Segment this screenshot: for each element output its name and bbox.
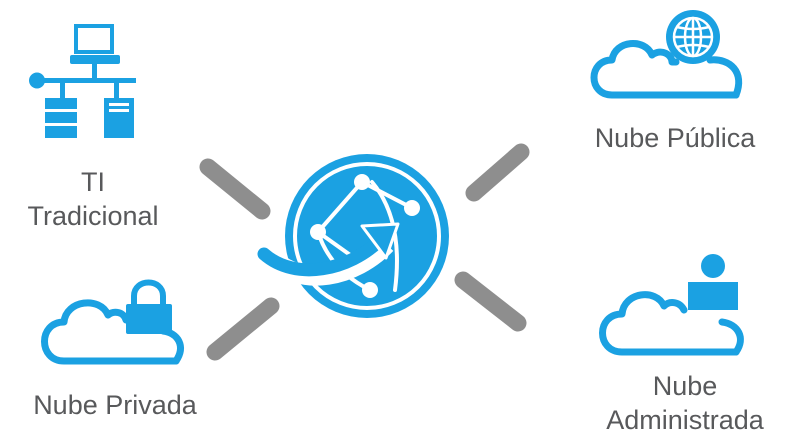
connector-private [206,297,280,361]
global-network-arrow-icon [257,154,449,318]
cloud-globe-icon [590,10,743,99]
network-server-icon [29,24,136,138]
label-managed-cloud-line1: Nube [652,371,718,401]
label-public-cloud: Nube Pública [570,121,780,155]
label-traditional-it-line1: TI [81,167,105,197]
label-traditional-it-line2: Tradicional [27,201,159,231]
label-managed-cloud-line2: Administrada [606,405,764,435]
cloud-lock-icon [41,279,184,365]
label-private-cloud: Nube Privada [10,388,220,422]
label-traditional-it: TI Tradicional [18,165,168,233]
connectors [199,143,530,361]
cloud-user-icon [599,254,744,356]
label-public-cloud-text: Nube Pública [594,123,756,153]
connector-managed [454,271,527,332]
label-managed-cloud: Nube Administrada [585,369,785,437]
label-private-cloud-text: Nube Privada [33,390,197,420]
connector-public [465,143,530,202]
connector-ti [199,158,271,220]
